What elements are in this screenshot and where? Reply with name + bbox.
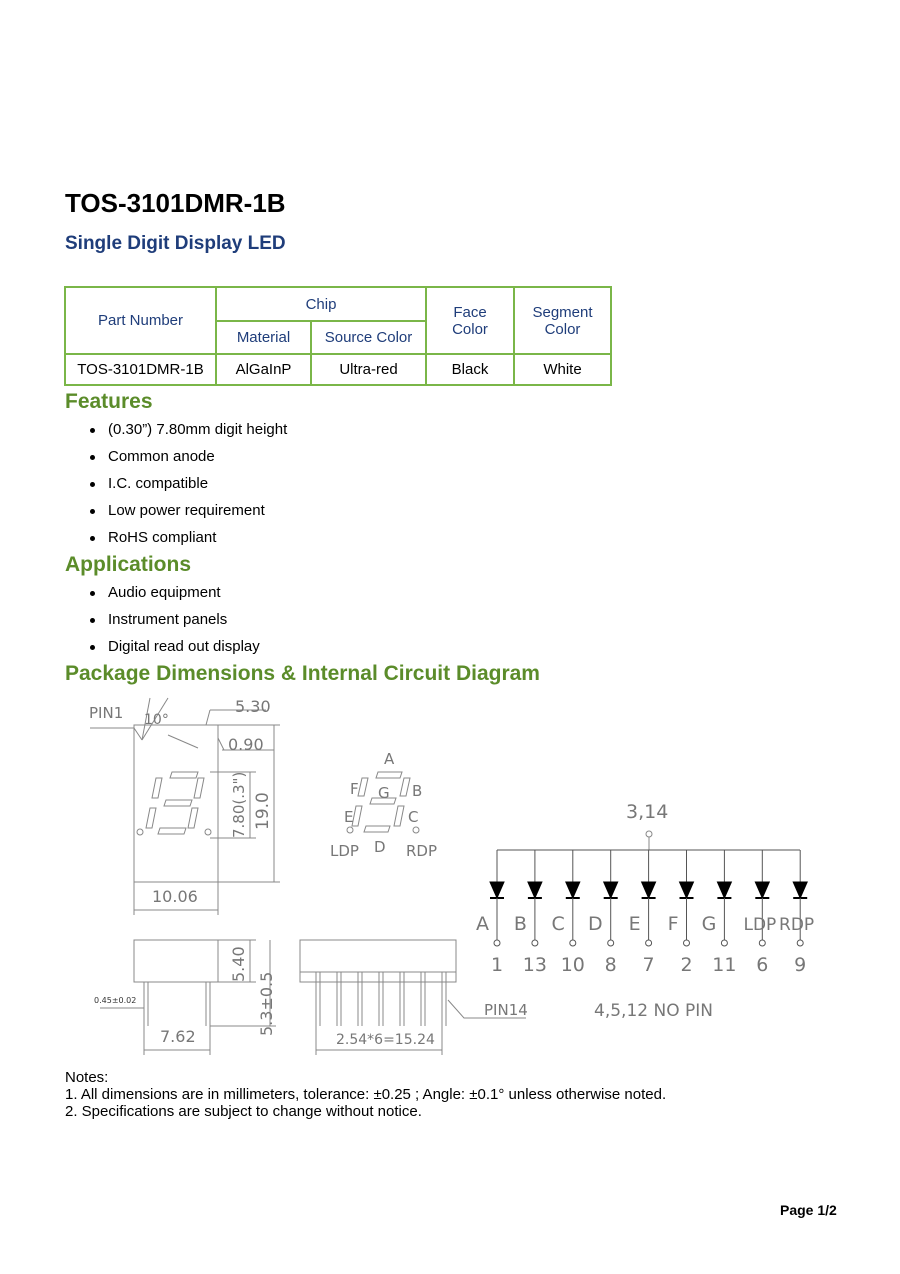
circuit-pin-number: 8 xyxy=(605,954,617,976)
label-pin1: PIN1 xyxy=(89,704,123,722)
label-53: 5.3±0.5 xyxy=(257,972,276,1036)
list-item: RoHS compliant xyxy=(86,529,287,556)
segment-c-label: C xyxy=(408,808,418,826)
list-item: Digital read out display xyxy=(86,638,260,665)
cell-source-color: Ultra-red xyxy=(310,353,427,386)
label-1006: 10.06 xyxy=(152,887,198,906)
applications-list: Audio equipment Instrument panels Digita… xyxy=(86,584,260,665)
note-2: 2. Specifications are subject to change … xyxy=(65,1103,422,1120)
list-item: Low power requirement xyxy=(86,502,287,529)
front-view-body xyxy=(133,724,219,883)
label-530: 5.30 xyxy=(235,697,271,716)
header-face-color: Face Color xyxy=(425,286,515,355)
notes-title: Notes: xyxy=(65,1069,109,1086)
circuit-pin-number: 9 xyxy=(794,954,806,976)
page-number: Page 1/2 xyxy=(780,1202,837,1218)
segment-rdp-label: RDP xyxy=(406,842,437,860)
datasheet-title: TOS-3101DMR-1B xyxy=(65,188,286,218)
cell-part-number: TOS-3101DMR-1B xyxy=(64,353,217,386)
segment-map-digit xyxy=(346,771,420,834)
package-heading: Package Dimensions & Internal Circuit Di… xyxy=(65,662,540,685)
applications-heading: Applications xyxy=(65,553,192,576)
label-780: 7.80(.3") xyxy=(230,772,248,838)
label-045: 0.45±0.02 xyxy=(94,996,136,1005)
label-090: 0.90 xyxy=(228,735,264,754)
segment-ldp-label: LDP xyxy=(330,842,359,860)
diode-e xyxy=(640,850,657,947)
label-762: 7.62 xyxy=(160,1027,196,1046)
note-1: 1. All dimensions are in millimeters, to… xyxy=(65,1086,667,1103)
common-anode-pins: 3,14 xyxy=(626,801,668,823)
diode-rdp xyxy=(792,850,808,947)
label-angle: 10° xyxy=(144,712,169,728)
segment-f-label: F xyxy=(350,780,359,798)
header-source-color: Source Color xyxy=(310,320,427,355)
circuit-segment-label: RDP xyxy=(779,915,814,935)
circuit-segment-label: G xyxy=(702,913,717,935)
label-pitch: 2.54*6=15.24 xyxy=(336,1032,435,1048)
cell-material: AlGaInP xyxy=(215,353,312,386)
header-part-number: Part Number xyxy=(64,286,217,355)
diode-d xyxy=(602,850,619,947)
header-material: Material xyxy=(215,320,312,355)
datasheet-subtitle: Single Digit Display LED xyxy=(65,233,286,254)
circuit-segment-label: A xyxy=(476,913,489,935)
circuit-segment-label: D xyxy=(588,913,603,935)
diode-b xyxy=(527,850,543,947)
label-540: 5.40 xyxy=(229,946,248,982)
circuit-segment-label: F xyxy=(668,913,679,935)
circuit-pin-number: 6 xyxy=(756,954,768,976)
cell-segment-color: White xyxy=(513,353,612,386)
list-item: Common anode xyxy=(86,448,287,475)
package-drawing: PIN1 10° 5.30 0.90 7.80(.3") 19.0 10.06 … xyxy=(89,697,814,1055)
header-segment-color: Segment Color xyxy=(513,286,612,355)
segment-a-label: A xyxy=(384,750,395,768)
cell-face-color: Black xyxy=(425,353,515,386)
circuit-pin-number: 13 xyxy=(523,954,547,976)
spec-table: Part Number Chip Face Color Segment Colo… xyxy=(64,286,612,386)
diode-g xyxy=(716,850,733,947)
circuit-pin-number: 10 xyxy=(561,954,585,976)
no-pin-note: 4,5,12 NO PIN xyxy=(594,1001,713,1021)
circuit-pin-number: 7 xyxy=(643,954,655,976)
side-view-body xyxy=(133,939,219,983)
list-item: Audio equipment xyxy=(86,584,260,611)
label-190: 19.0 xyxy=(253,792,273,830)
diode-a xyxy=(489,850,505,947)
circuit-segment-label: C xyxy=(552,913,565,935)
segment-d-label: D xyxy=(374,838,386,856)
segment-b-label: B xyxy=(412,782,422,800)
list-item: Instrument panels xyxy=(86,611,260,638)
header-chip: Chip xyxy=(215,286,427,322)
circuit-pin-number: 11 xyxy=(712,954,736,976)
front-digit xyxy=(136,771,212,836)
segment-g-label: G xyxy=(378,784,390,802)
features-list: (0.30”) 7.80mm digit height Common anode… xyxy=(86,421,287,556)
diode-f xyxy=(678,850,695,947)
circuit-segment-label: B xyxy=(514,913,527,935)
label-pin14: PIN14 xyxy=(484,1001,528,1019)
circuit-pin-number: 2 xyxy=(680,954,692,976)
features-heading: Features xyxy=(65,390,153,413)
circuit-pin-number: 1 xyxy=(491,954,503,976)
circuit-segment-label: LDP xyxy=(743,915,776,935)
diode-ldp xyxy=(754,850,771,947)
circuit-segment-label: E xyxy=(629,913,641,935)
list-item: (0.30”) 7.80mm digit height xyxy=(86,421,287,448)
segment-e-label: E xyxy=(344,808,353,826)
bottom-view-body xyxy=(299,939,457,983)
list-item: I.C. compatible xyxy=(86,475,287,502)
diode-c xyxy=(565,850,581,947)
